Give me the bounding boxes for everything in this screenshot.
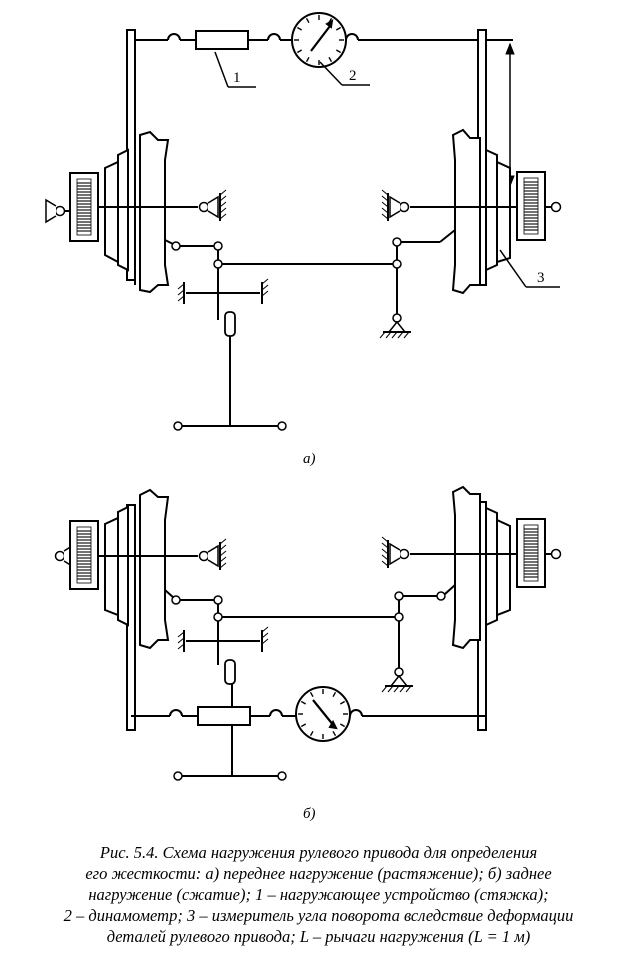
angle-meter-right-a [516,171,546,241]
caption-line-5: деталей рулевого привода; L – рычаги наг… [106,927,531,946]
label-1: 1 [233,70,241,86]
angle-meter-left-b [69,520,99,590]
caption-line-2: его жесткости: а) переднее нагружение (р… [85,864,552,883]
diagram-b [54,485,562,781]
caption-line-1: Рис. 5.4. Схема нагружения рулевого прив… [99,843,538,862]
subfigure-b-label: б) [303,806,316,822]
label-2: 2 [349,68,357,84]
label-3: 3 [537,270,545,286]
subfigure-a-label: а) [303,451,316,467]
loading-device-b [197,706,251,726]
caption-line-4: 2 – динамометр; 3 – измеритель угла пово… [63,906,574,925]
diagram-a [45,12,562,431]
caption-line-3: нагружение (сжатие); 1 – нагружающее уст… [88,885,549,904]
loading-device-a [195,30,249,50]
angle-meter-right-b [516,518,546,588]
steering-load-diagram: 1 2 3 а) [45,12,562,822]
angle-meter-left-a [69,172,99,242]
figure-caption: Рис. 5.4. Схема нагружения рулевого прив… [0,842,637,947]
